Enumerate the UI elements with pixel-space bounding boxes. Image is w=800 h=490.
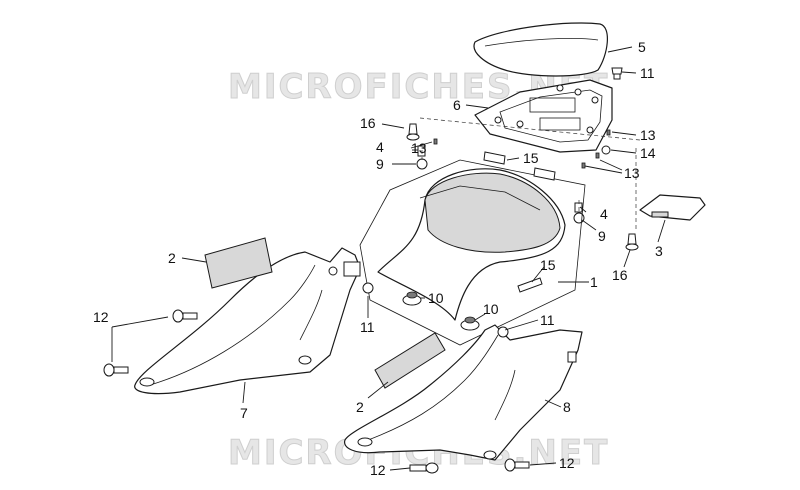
label-5: 5 [638, 39, 646, 55]
label-2-lower: 2 [356, 399, 364, 415]
label-11-left: 11 [360, 319, 375, 335]
label-11-right: 11 [540, 312, 555, 328]
label-15-side: 15 [540, 257, 556, 273]
screws-13 [433, 129, 611, 169]
label-2-upper: 2 [168, 250, 176, 266]
label-16-right: 16 [612, 267, 628, 283]
label-4-left: 4 [376, 139, 384, 155]
label-9-left: 9 [376, 156, 384, 172]
part-1-rider-seat [359, 159, 586, 346]
label-14: 14 [640, 145, 656, 161]
part-2-pad-upper [204, 237, 273, 289]
label-13-lower: 13 [624, 165, 640, 181]
label-1: 1 [590, 274, 598, 290]
label-8: 8 [563, 399, 571, 415]
part-5-seat-cover [473, 22, 608, 77]
label-15-top: 15 [523, 150, 539, 166]
part-2-pad-lower [374, 332, 446, 389]
label-13-upper: 13 [640, 127, 656, 143]
label-16-left: 16 [360, 115, 376, 131]
part-15-clips [483, 151, 556, 293]
label-12-bottom-right: 12 [559, 455, 575, 471]
leader-lines [111, 46, 666, 471]
part-6-rack-plate [474, 79, 613, 153]
label-12-bottom-left: 12 [370, 462, 386, 478]
label-12-left: 12 [93, 309, 109, 325]
part-12-screws [103, 309, 530, 474]
label-11-top: 11 [640, 65, 655, 81]
part-11-top-knob [611, 67, 623, 80]
label-9-right: 9 [598, 228, 606, 244]
label-4-right: 4 [600, 206, 608, 222]
label-10-right: 10 [483, 301, 499, 317]
label-6: 6 [453, 97, 461, 113]
callout-labels: 5 11 6 16 13 14 13 4 9 13 15 4 9 3 16 1 … [93, 39, 663, 478]
label-10-left: 10 [428, 290, 444, 306]
label-3: 3 [655, 243, 663, 259]
part-7-left-side-panel [134, 247, 374, 395]
part-3-bracket [639, 194, 706, 221]
part-8-right-side-panel [344, 324, 583, 461]
part-16-peg-right [625, 233, 639, 251]
label-13-left: 13 [411, 140, 427, 156]
part-16-peg-left [406, 123, 420, 141]
part-10-grommets [402, 291, 480, 331]
label-7: 7 [240, 405, 248, 421]
